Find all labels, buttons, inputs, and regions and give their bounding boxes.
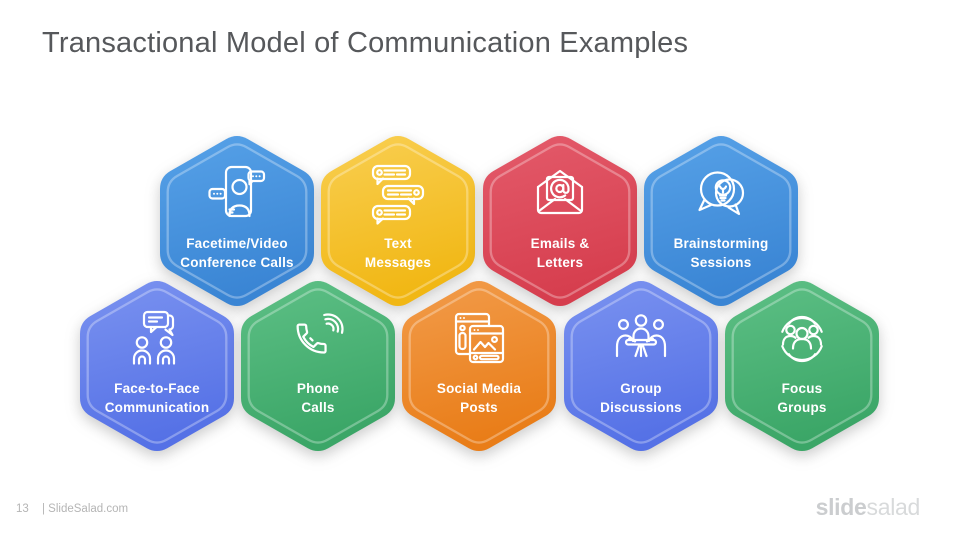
label-line-1: Brainstorming bbox=[673, 236, 769, 251]
hexagon-phone-calls: Phone Calls bbox=[241, 278, 395, 454]
label-line-2: Calls bbox=[301, 399, 335, 415]
text-messages-icon bbox=[371, 164, 425, 225]
label-line-2: Sessions bbox=[690, 254, 752, 270]
hexagon-label: Focus Groups bbox=[725, 380, 879, 417]
slidesalad-logo: slidesalad bbox=[815, 494, 921, 521]
label-line-1: Text bbox=[384, 236, 412, 251]
hexagon-social-media: Social Media Posts bbox=[402, 278, 556, 454]
label-line-1: Facetime/Video bbox=[186, 236, 288, 251]
hexagon-facetime-video: Facetime/Video Conference Calls bbox=[160, 133, 314, 309]
label-line-2: Discussions bbox=[600, 399, 682, 415]
face-to-face-icon bbox=[132, 310, 176, 365]
hexagon-text-messages: Text Messages bbox=[321, 133, 475, 309]
page-title: Transactional Model of Communication Exa… bbox=[42, 27, 689, 59]
label-line-1: Emails & bbox=[530, 236, 590, 251]
hexagon-label: Emails & Letters bbox=[483, 235, 637, 272]
logo-bold-part: slide bbox=[815, 494, 867, 520]
hexagon-label: Text Messages bbox=[321, 235, 475, 272]
hexagon-focus-groups: Focus Groups bbox=[725, 278, 879, 454]
hexagon-brainstorming: Brainstorming Sessions bbox=[644, 133, 798, 309]
label-line-2: Groups bbox=[777, 399, 827, 415]
logo-light-part: salad bbox=[866, 494, 921, 520]
hexagon-label: Social Media Posts bbox=[402, 380, 556, 417]
hexagon-emails-letters: Emails & Letters bbox=[483, 133, 637, 309]
brainstorming-icon bbox=[698, 171, 745, 216]
group-discussions-icon bbox=[615, 314, 667, 358]
footer-site-name: | SlideSalad.com bbox=[42, 503, 129, 515]
hexagon-group-discussions: Group Discussions bbox=[564, 278, 718, 454]
hexagon-label: Face-to-Face Communication bbox=[80, 380, 234, 417]
phone-calls-icon bbox=[296, 313, 344, 354]
label-line-1: Focus bbox=[781, 381, 823, 396]
label-line-2: Posts bbox=[460, 399, 498, 415]
label-line-2: Conference Calls bbox=[180, 254, 294, 270]
facetime-video-icon bbox=[208, 165, 266, 218]
hexagon-face-to-face: Face-to-Face Communication bbox=[80, 278, 234, 454]
label-line-1: Face-to-Face bbox=[114, 381, 200, 396]
label-line-2: Messages bbox=[364, 254, 432, 270]
email-letters-icon bbox=[536, 169, 584, 215]
label-line-1: Social Media bbox=[436, 381, 522, 396]
hexagon-label: Facetime/Video Conference Calls bbox=[160, 235, 314, 272]
label-line-1: Group bbox=[620, 381, 662, 396]
social-media-icon bbox=[454, 312, 505, 364]
label-line-2: Communication bbox=[104, 399, 210, 415]
hexagon-label: Brainstorming Sessions bbox=[644, 235, 798, 272]
hexagon-label: Group Discussions bbox=[564, 380, 718, 417]
focus-groups-icon bbox=[781, 315, 823, 363]
label-line-1: Phone bbox=[296, 381, 340, 396]
label-line-2: Letters bbox=[536, 254, 584, 270]
page-number: 13 bbox=[16, 503, 29, 515]
hexagon-label: Phone Calls bbox=[241, 380, 395, 417]
